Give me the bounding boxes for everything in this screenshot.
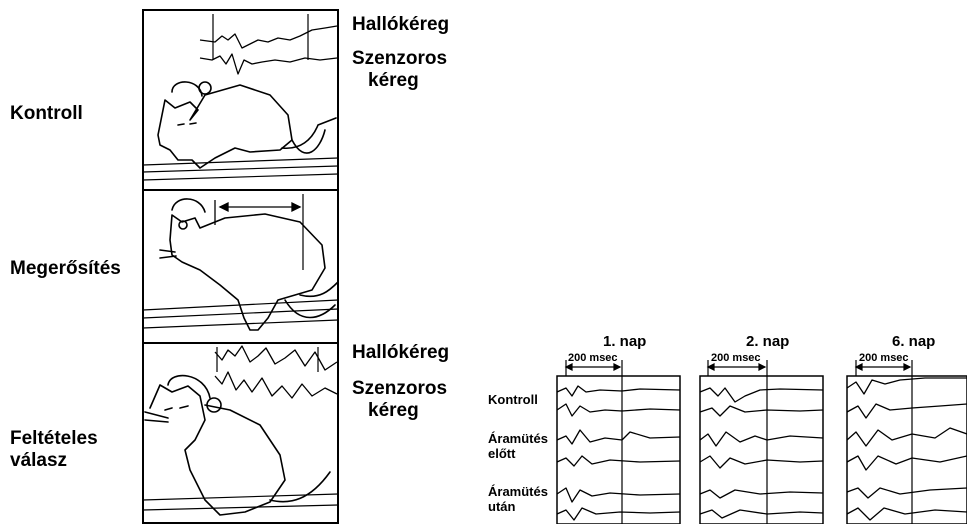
trace-label-szenzoros-bottom-line1: Szenzoros	[352, 378, 447, 400]
eeg-row-label-before-line2: előtt	[488, 447, 548, 462]
row-label-felteteles-line1: Feltételes	[10, 428, 98, 450]
day-header-1: 1. nap	[603, 333, 646, 350]
timescale-label-3: 200 msec	[859, 352, 909, 365]
eeg-row-label-kontroll: Kontroll	[488, 393, 538, 408]
eeg-row-label-after: Áramütés után	[488, 485, 548, 515]
row-label-felteteles: Feltételes válasz	[10, 428, 98, 472]
eeg-row-label-before-line1: Áramütés	[488, 432, 548, 447]
panel-felteteles	[143, 343, 338, 523]
interval-arrow	[215, 200, 300, 225]
panel-kontroll	[143, 10, 338, 190]
trace-label-szenzoros-bottom: Szenzoros kéreg	[352, 378, 447, 422]
trace-label-szenzoros-bottom-line2: kéreg	[352, 400, 447, 422]
trace-label-hallokereg-top: Hallókéreg	[352, 14, 449, 36]
cat-icon-felteteles	[145, 376, 330, 515]
panel-megerosites	[143, 190, 338, 343]
row-label-kontroll: Kontroll	[10, 103, 83, 125]
eeg-row-label-after-line2: után	[488, 500, 548, 515]
row-label-felteteles-line2: válasz	[10, 450, 98, 472]
trace-label-szenzoros-top-line2: kéreg	[352, 70, 447, 92]
timescale-label-2: 200 msec	[711, 352, 761, 365]
cat-icon-kontroll	[158, 82, 336, 168]
eeg-row-label-before: Áramütés előtt	[488, 432, 548, 462]
eeg-grid	[557, 360, 967, 524]
day-header-3: 6. nap	[892, 333, 935, 350]
eeg-row-label-after-line1: Áramütés	[488, 485, 548, 500]
timescale-label-1: 200 msec	[568, 352, 618, 365]
trace-szenzoros-top	[200, 54, 337, 74]
trace-label-szenzoros-top-line1: Szenzoros	[352, 48, 447, 70]
day-header-2: 2. nap	[746, 333, 789, 350]
trace-label-hallokereg-bottom: Hallókéreg	[352, 342, 449, 364]
row-label-megerosites: Megerősítés	[10, 258, 121, 280]
trace-hallokereg-bottom	[215, 346, 337, 370]
trace-label-szenzoros-top: Szenzoros kéreg	[352, 48, 447, 92]
trace-szenzoros-bottom	[215, 372, 337, 398]
trace-hallokereg-top	[200, 26, 337, 48]
